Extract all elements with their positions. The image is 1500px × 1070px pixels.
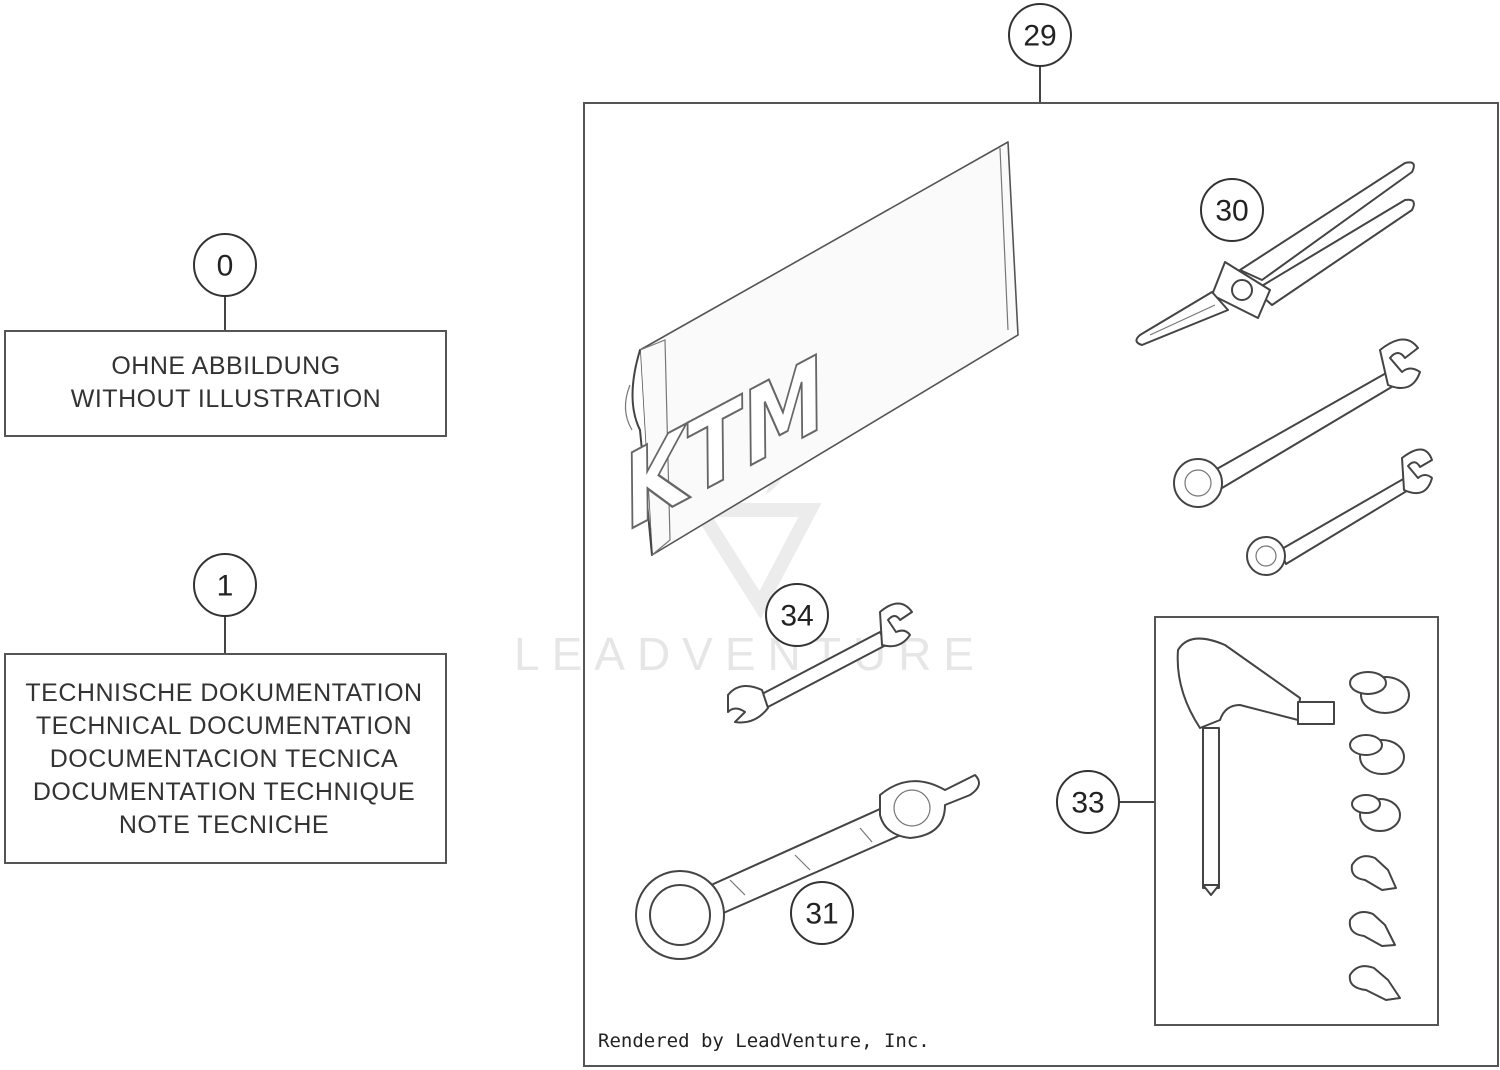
svg-text:LEADVENTURE: LEADVENTURE [514, 628, 986, 680]
axle-wrench-icon [635, 774, 980, 960]
socket-bit-3-icon [1351, 794, 1401, 832]
tech-doc-line-2: TECHNICAL DOCUMENTATION [36, 712, 412, 740]
t-handle-icon [1176, 637, 1335, 896]
socket-bit-1-icon [1349, 671, 1410, 714]
svg-text:34: 34 [780, 600, 813, 633]
callout-29[interactable]: 29 [1008, 3, 1072, 67]
svg-text:29: 29 [1023, 20, 1056, 53]
socket-bit-2-icon [1349, 734, 1405, 775]
torx-bit-icon [1348, 965, 1401, 1001]
tech-doc-line-1: TECHNISCHE DOKUMENTATION [25, 679, 422, 707]
without-illustration-line-1: OHNE ABBILDUNG [111, 352, 340, 380]
hex-bit-1-icon [1350, 855, 1397, 891]
open-end-wrench-icon [727, 602, 913, 724]
without-illustration-line-2: WITHOUT ILLUSTRATION [71, 385, 381, 413]
tech-doc-line-3: DOCUMENTACION TECNICA [50, 745, 398, 773]
item-0-group: OHNE ABBILDUNG WITHOUT ILLUSTRATION 0 [4, 233, 447, 437]
technical-documentation-box [4, 653, 447, 864]
svg-text:33: 33 [1071, 787, 1104, 820]
callout-1[interactable]: 1 [193, 553, 257, 617]
svg-text:0: 0 [217, 250, 234, 283]
hex-bit-2-icon [1348, 911, 1396, 947]
combination-wrench-small-icon [1246, 448, 1433, 576]
combination-wrench-icon [1173, 338, 1421, 508]
callout-0[interactable]: 0 [193, 233, 257, 297]
callout-34[interactable]: 34 [765, 583, 829, 647]
tech-doc-line-4: DOCUMENTATION TECHNIQUE [33, 778, 415, 806]
t-handle-bit-set-group [1119, 616, 1439, 1026]
tech-doc-line-5: NOTE TECNICHE [119, 811, 329, 839]
svg-text:31: 31 [805, 898, 838, 931]
svg-text:30: 30 [1215, 195, 1248, 228]
callout-33[interactable]: 33 [1056, 770, 1120, 834]
render-credit: Rendered by LeadVenture, Inc. [598, 1030, 930, 1052]
without-illustration-box [4, 330, 447, 437]
toolkit-group: LEADVENTURE KTM 29 30 [514, 3, 1499, 1067]
item-1-group: TECHNISCHE DOKUMENTATION TECHNICAL DOCUM… [4, 553, 447, 864]
callout-31[interactable]: 31 [790, 881, 854, 945]
pliers-icon [1135, 161, 1415, 346]
callout-30[interactable]: 30 [1200, 178, 1264, 242]
svg-text:1: 1 [217, 570, 234, 603]
